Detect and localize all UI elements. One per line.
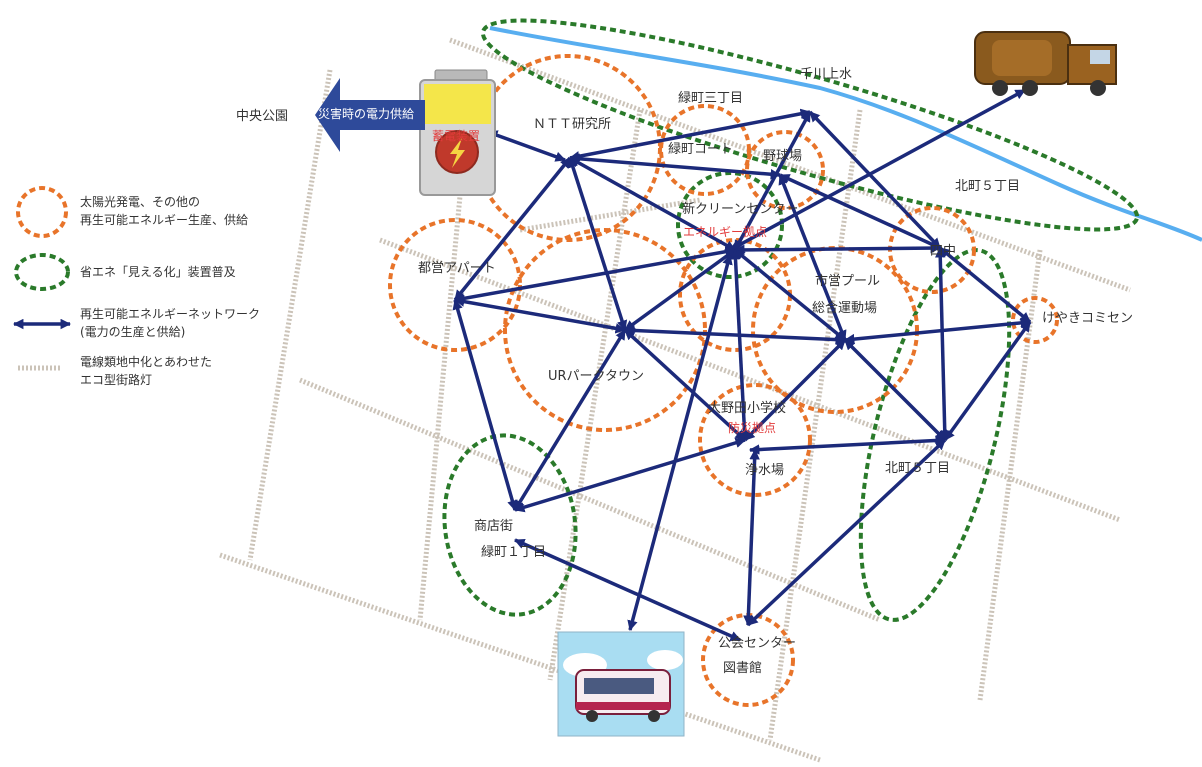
- legend-solar-label-1: 太陽光発電、その他の: [80, 194, 200, 209]
- storage-building-icon: [419, 69, 496, 196]
- garbage-truck-icon: [974, 31, 1117, 96]
- label-kitamachi5-bottom: 北町５丁目: [885, 461, 950, 476]
- place-labels: 中央公園 災害時の電力供給 蓄電装置 ＮＴＴ研究所 緑町三丁目 千川上水 緑町コ…: [236, 67, 1133, 676]
- label-kominkan: 公会センター: [718, 636, 796, 651]
- label-energy-base: エネルギー拠点: [683, 225, 767, 239]
- label-ntt: ＮＴＴ研究所: [533, 117, 611, 132]
- label-yakyujo: 野球場: [763, 149, 802, 164]
- label-storage: 蓄電装置: [432, 129, 480, 143]
- legend-network-label-1: 再生可能エネルギーネットワーク: [80, 307, 260, 321]
- label-toei-apart: 都営アパート: [418, 261, 496, 276]
- label-kaichu: 四中: [930, 244, 956, 259]
- label-oono-school: 大野田小学校: [708, 400, 786, 416]
- label-shiei-pool: 市営プール: [815, 273, 880, 289]
- label-kitamachi5-top: 北町５丁目: [955, 179, 1020, 194]
- legend-solar-label-2: 再生可能エネルギー生産、供給: [80, 212, 248, 227]
- network-links: [452, 88, 1032, 642]
- orange-yakyujo: [745, 130, 825, 210]
- label-ur-park: URパークタウン: [548, 369, 644, 384]
- label-toshokan: 図書館: [723, 661, 762, 676]
- label-hiyaki: けやきコミセン: [1042, 311, 1133, 326]
- label-chuo-koen: 中央公園: [236, 109, 288, 124]
- legend-solar-swatch: [16, 186, 68, 238]
- legend-streetlight-label-2: エコ型街路灯: [80, 372, 152, 387]
- label-shotengai: 商店街: [474, 519, 513, 534]
- green-zone-kitamachi: [858, 248, 1012, 622]
- label-clean-center: 新クリーンセンター: [682, 201, 798, 217]
- label-midori1: 緑町１丁目: [481, 545, 546, 560]
- label-josuijo: 浄水場: [745, 463, 784, 478]
- bus-icon: [557, 631, 685, 737]
- label-sogo-undojo: 総合運動場: [812, 301, 877, 316]
- legend-streetlight-label-1: 電線類地中化とあわせた: [80, 354, 212, 369]
- legend-visual-label: 省エネ「見える化」装置普及: [80, 265, 236, 279]
- label-emergency-power: 災害時の電力供給: [318, 106, 414, 121]
- legend: 太陽光発電、その他の 再生可能エネルギー生産、供給 省エネ「見える化」装置普及 …: [12, 186, 260, 387]
- label-midori3: 緑町三丁目: [678, 91, 743, 106]
- label-midori-court: 緑町コート: [668, 142, 733, 157]
- green-zone-north: [480, 18, 1140, 232]
- central-park-arrow: [315, 78, 425, 152]
- orange-hiyaki: [1011, 296, 1059, 344]
- label-senkawa: 千川上水: [800, 67, 852, 82]
- legend-network-label-2: (電力の生産と供給): [80, 324, 185, 339]
- label-bousai-kyoten: 防災拠点: [728, 420, 776, 435]
- legend-visual-swatch: [14, 253, 70, 291]
